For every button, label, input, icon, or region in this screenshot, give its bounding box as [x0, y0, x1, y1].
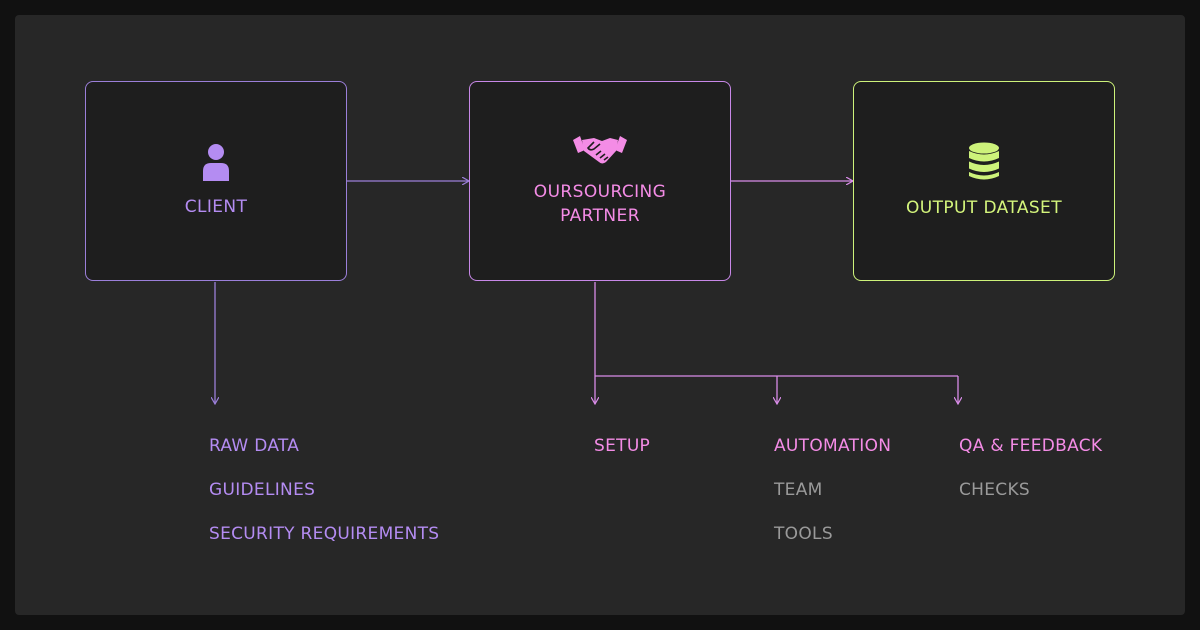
automation-item-team: TEAM — [774, 480, 823, 500]
client-item-raw-data: RAW DATA — [209, 436, 300, 456]
branch-title-setup: SETUP — [594, 436, 651, 456]
output-label: OUTPUT DATASET — [905, 198, 1062, 218]
branch-title-automation: AUTOMATION — [774, 436, 892, 456]
branch-title-qa-feedback: QA & FEEDBACK — [959, 436, 1103, 456]
person-icon — [203, 144, 229, 181]
output-node: OUTPUT DATASET — [853, 81, 1115, 281]
partner-label: OURSOURCING PARTNER — [533, 182, 667, 226]
database-icon — [969, 142, 999, 180]
qa-item-checks: CHECKS — [959, 480, 1031, 500]
client-node: CLIENT — [85, 81, 347, 281]
client-item-guidelines: GUIDELINES — [209, 480, 316, 500]
handshake-icon — [573, 136, 627, 164]
automation-item-tools: TOOLS — [774, 524, 833, 544]
client-item-security-requirements: SECURITY REQUIREMENTS — [209, 524, 440, 544]
client-label: CLIENT — [184, 197, 248, 217]
partner-node: OURSOURCING PARTNER — [469, 81, 731, 281]
